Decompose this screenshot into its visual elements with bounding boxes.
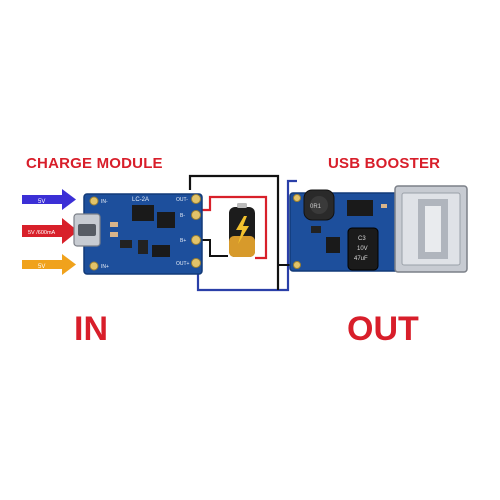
inductor-text: 0R1 [310,204,322,210]
booster-pad-bottom [293,261,301,269]
in-label: IN [74,310,108,348]
arrow-middle-label: 5V /600mA [28,230,56,236]
charge-silk-top: LC-2A [132,197,149,203]
arrow-middle: 5V /600mA [22,218,78,244]
arrow-bottom: 5V [22,254,76,275]
cap-text-1: C3 [358,236,366,242]
pad-out-plus-label: OUT+ [176,261,190,267]
pad-in-plus [89,261,99,271]
usb-booster-title: USB BOOSTER [328,155,441,172]
red-wire-battery-plus [200,195,268,260]
battery-bolt-icon [236,216,249,244]
pad-b-minus [191,210,201,220]
pad-b-plus-label: B+ [180,238,186,244]
battery-terminal [237,203,247,208]
booster-ic-chip [347,200,373,216]
input-arrows: 5V 5V /600mA 5V [22,189,78,275]
arrow-top: 5V [22,189,76,210]
charge-module-title: CHARGE MODULE [26,155,163,172]
black-wire-battery-minus [200,239,228,257]
black-wire-top [188,174,280,290]
pad-b-plus [191,235,201,245]
wires [188,174,297,292]
blue-wire-out [196,179,297,292]
usb-a-tongue [425,206,441,252]
battery [229,203,255,257]
booster-smd-1 [311,226,321,233]
pad-out-minus-label: OUT- [176,197,188,203]
out-label: OUT [347,310,419,348]
pad-b-minus-label: B- [180,213,185,219]
pad-in-plus-label: IN+ [101,264,109,270]
cap-text-2: 10V [357,246,368,252]
smd-component-1 [120,240,132,248]
diode-component [326,237,340,253]
booster-pad-top [293,194,301,202]
inductor-core [310,196,328,214]
pad-in-minus-label: IN- [101,199,108,205]
smd-resistor-2 [110,232,118,237]
booster-smd-2 [381,204,387,208]
cap-text-3: 47uF [354,256,368,262]
smd-resistor-1 [110,222,118,227]
usb-booster-board: 0R1 C3 10V 47uF [289,185,468,273]
charge-module-board: LC-2A IN- IN+ OUT- B- B+ OUT+ [73,193,203,275]
arrow-top-label: 5V [38,199,45,205]
micro-usb-opening [78,224,96,236]
arrow-bottom-label: 5V [38,264,45,270]
pad-in-minus [89,196,99,206]
smd-component-2 [138,240,148,254]
protection-ic-chip [157,212,175,228]
mosfet-chip [152,245,170,257]
charger-ic-chip [132,205,154,221]
pad-out-plus [191,258,201,268]
electrolytic-capacitor [347,227,379,271]
pad-out-minus [191,194,201,204]
battery-copper-band [229,236,255,257]
